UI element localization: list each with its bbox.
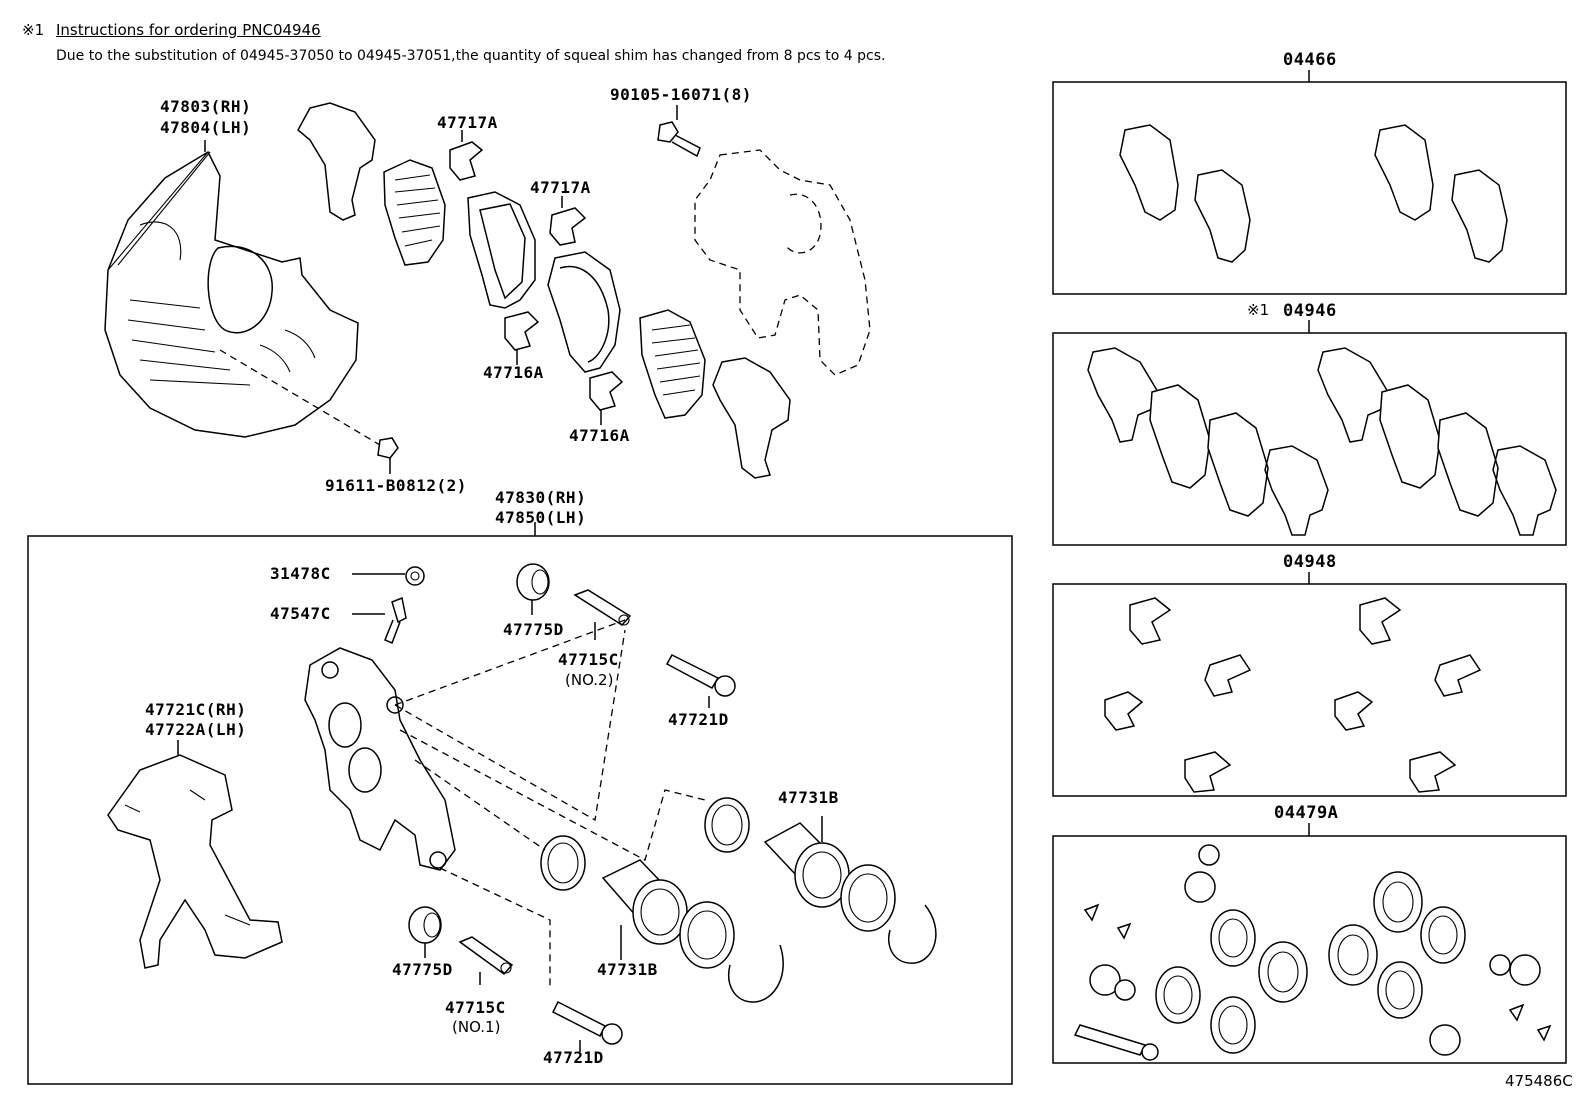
piston-seal-right xyxy=(840,864,896,932)
label-mounting-lh: 47722A(LH) xyxy=(145,720,247,739)
label-boot-top: 47775D xyxy=(503,620,564,639)
piston-seal-left xyxy=(540,835,586,891)
kit-frame-04479a xyxy=(1052,835,1567,1064)
bolt-top xyxy=(657,121,701,158)
slide-pin-bottom xyxy=(458,936,514,976)
label-caliper-lh: 47850(LH) xyxy=(495,508,587,527)
brake-pad-right xyxy=(547,251,621,373)
brake-pad-left xyxy=(467,191,536,309)
header-marker: ※1 xyxy=(22,21,45,39)
label-piston-bottom: 47731B xyxy=(597,960,658,979)
boot-bottom xyxy=(408,906,442,944)
kit-marker-04946: ※1 xyxy=(1247,301,1270,319)
label-bolt-right: 47721D xyxy=(668,710,729,729)
kit-04466-pads xyxy=(1119,124,1508,263)
label-anti-squeal-spring-mid: 47717A xyxy=(530,178,591,197)
label-shield-lh: 47804(LH) xyxy=(160,118,252,137)
label-piston-right: 47731B xyxy=(778,788,839,807)
pad-support-clip-right xyxy=(589,371,624,411)
kit-label-04466: 04466 xyxy=(1283,50,1337,70)
kit-label-04946: 04946 xyxy=(1283,301,1337,321)
label-anti-squeal-spring-top: 47717A xyxy=(437,113,498,132)
label-mounting-rh: 47721C(RH) xyxy=(145,700,247,719)
label-bleeder-plug: 47547C xyxy=(270,604,331,623)
shim-inner-right xyxy=(639,309,706,419)
kit-label-04479a: 04479A xyxy=(1274,803,1339,823)
pad-support-clip-left xyxy=(504,311,540,351)
bolt-bottom xyxy=(551,1000,623,1045)
label-pad-clip-right: 47716A xyxy=(569,426,630,445)
figure-id: 475486C xyxy=(1505,1072,1573,1090)
caliper-mounting xyxy=(107,754,283,969)
label-pad-clip-left: 47716A xyxy=(483,363,544,382)
kit-04479a-seals xyxy=(1073,844,1552,1061)
caliper-phantom-outline xyxy=(694,149,871,376)
piston-seal-bottom xyxy=(679,901,735,969)
bleeder-plug xyxy=(384,596,407,644)
piston-bottom xyxy=(601,859,688,945)
header-title: Instructions for ordering PNC04946 xyxy=(56,21,321,39)
piston-right xyxy=(763,822,850,908)
label-slide-pin-bottom-no: (NO.1) xyxy=(452,1018,501,1036)
kit-04948-clips xyxy=(1104,597,1482,793)
kit-04946-shims xyxy=(1087,347,1557,536)
retaining-ring-bottom xyxy=(728,944,784,1003)
label-slide-pin-top: 47715C xyxy=(558,650,619,669)
header-note: Due to the substitution of 04945-37050 t… xyxy=(56,48,886,64)
dust-shield xyxy=(104,150,359,438)
label-bleeder-cap: 31478C xyxy=(270,564,331,583)
caliper-body xyxy=(304,647,456,871)
bolt-right xyxy=(665,654,736,697)
label-shield-rh: 47803(RH) xyxy=(160,97,252,116)
label-boot-bottom: 47775D xyxy=(392,960,453,979)
shim-inner-left xyxy=(383,159,446,266)
bleeder-cap xyxy=(405,566,425,586)
piston-seal-right-small xyxy=(704,797,750,853)
label-caliper-rh: 47830(RH) xyxy=(495,488,587,507)
anti-squeal-spring-mid xyxy=(549,207,587,246)
anti-squeal-spring-top xyxy=(449,141,484,181)
label-slide-pin-top-no: (NO.2) xyxy=(565,671,614,689)
boot-top xyxy=(516,563,550,601)
screw-shield xyxy=(377,437,399,459)
slide-pin-top xyxy=(573,589,632,626)
caliper-assembly-frame xyxy=(27,535,1013,1085)
shim-outer-right xyxy=(712,357,791,479)
label-screw-shield: 91611-B0812(2) xyxy=(325,476,467,495)
kit-label-04948: 04948 xyxy=(1283,552,1337,572)
label-bolt-top: 90105-16071(8) xyxy=(610,85,752,104)
label-slide-pin-bottom: 47715C xyxy=(445,998,506,1017)
shim-outer-left xyxy=(297,102,376,221)
label-bolt-bottom: 47721D xyxy=(543,1048,604,1067)
retaining-ring-right xyxy=(888,904,937,964)
